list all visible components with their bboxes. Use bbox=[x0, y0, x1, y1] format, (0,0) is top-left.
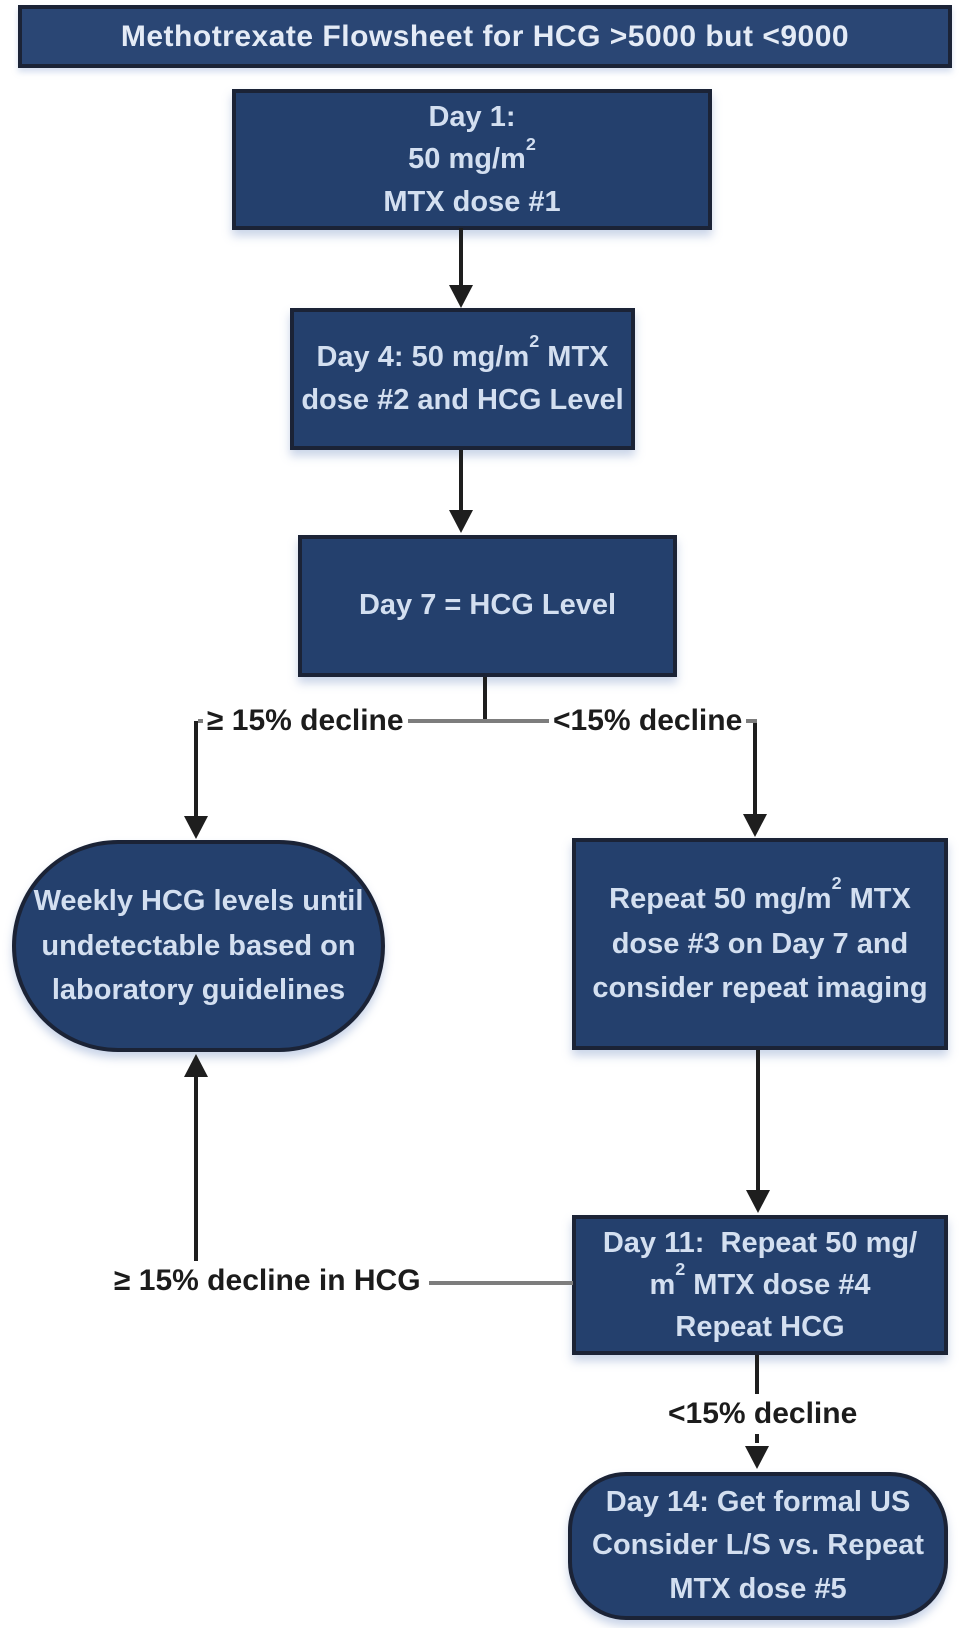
arrowhead-dose3-day11-icon bbox=[746, 1190, 770, 1213]
arrowhead-day11-day14-icon bbox=[745, 1446, 769, 1469]
connector-day11-day14-line bbox=[755, 1429, 759, 1443]
connector-day1-day4-line bbox=[459, 228, 463, 285]
connector-branch-left-line bbox=[194, 721, 198, 816]
connector-day7-branch-stem bbox=[483, 677, 487, 723]
arrowhead-day1-day4-icon bbox=[449, 285, 473, 308]
node-day7-hcg-level: Day 7 = HCG Level bbox=[298, 535, 677, 677]
arrowhead-day11-weekly-icon bbox=[184, 1054, 208, 1077]
connector-branch-right-line bbox=[753, 721, 757, 814]
arrowhead-branch-right-icon bbox=[743, 814, 767, 837]
edge-label-ge15-decline: ≥ 15% decline bbox=[203, 701, 408, 741]
edge-label-ge15-decline-in-hcg: ≥ 15% decline in HCG bbox=[110, 1261, 425, 1301]
flowchart-title-text: Methotrexate Flowsheet for HCG >5000 but… bbox=[120, 20, 850, 53]
connector-day11-left-horizontal-line bbox=[429, 1281, 573, 1285]
edge-label-lt15-decline-bottom: <15% decline bbox=[664, 1394, 862, 1434]
arrowhead-day4-day7-icon bbox=[449, 510, 473, 533]
connector-dose3-day11-line bbox=[756, 1050, 760, 1190]
connector-day11-day14-stem bbox=[755, 1355, 759, 1395]
edge-label-lt15-decline: <15% decline bbox=[549, 701, 747, 741]
connector-branch-horizontal-line bbox=[198, 719, 757, 723]
arrowhead-branch-left-icon bbox=[184, 816, 208, 839]
connector-day11-weekly-line bbox=[194, 1076, 198, 1265]
connector-day4-day7-line bbox=[459, 450, 463, 510]
flowchart-title: Methotrexate Flowsheet for HCG >5000 but… bbox=[18, 5, 952, 68]
